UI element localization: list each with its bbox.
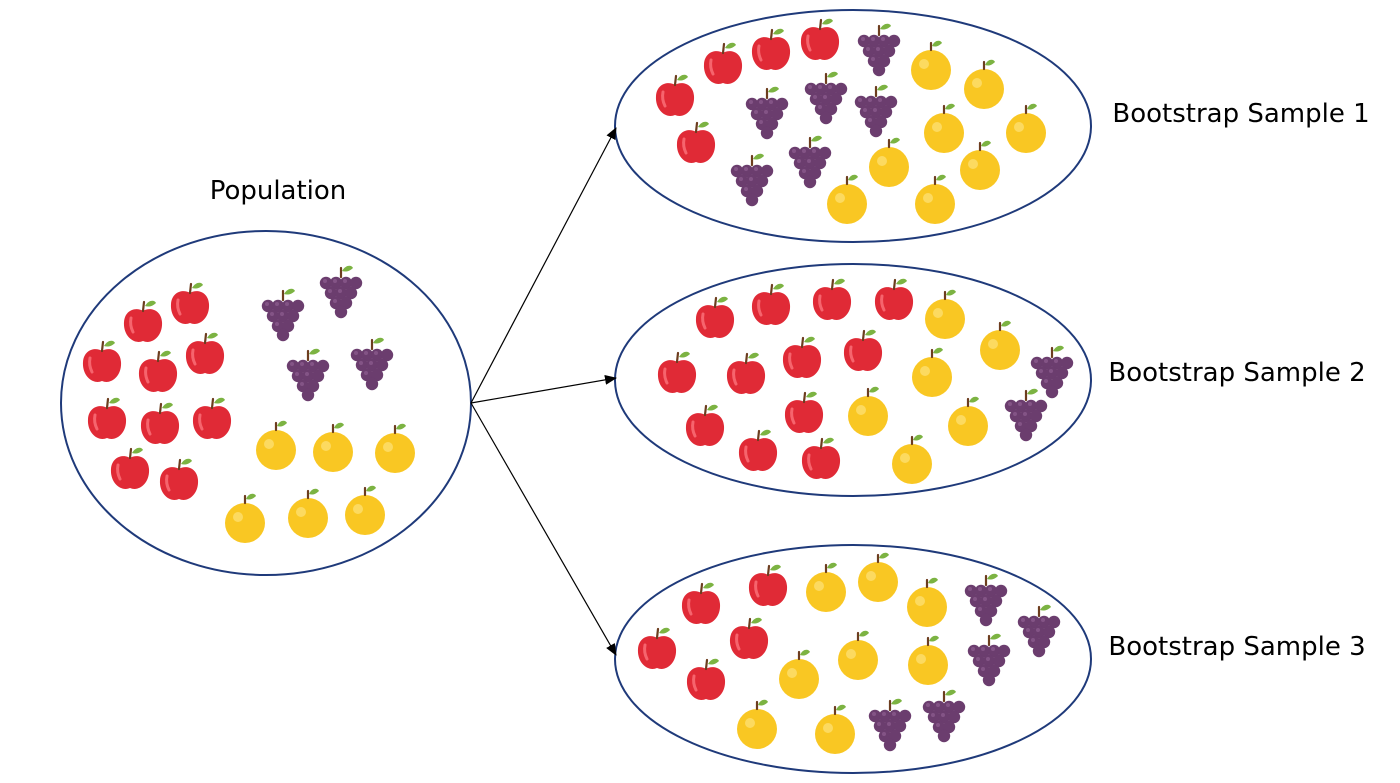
orange-icon — [978, 319, 1022, 372]
grape-icon — [921, 688, 967, 744]
apple-icon — [737, 428, 779, 473]
apple-icon — [139, 401, 181, 446]
apple-icon — [685, 657, 727, 702]
apple-icon — [728, 616, 770, 661]
apple-icon — [873, 277, 915, 322]
apple-icon — [636, 626, 678, 671]
orange-icon — [735, 698, 779, 751]
sample3-fruits — [636, 551, 1062, 756]
orange-icon — [1004, 102, 1048, 155]
sample1-ellipse — [614, 9, 1092, 243]
orange-icon — [923, 288, 967, 341]
orange-icon — [890, 433, 934, 486]
orange-icon — [846, 385, 890, 438]
apple-icon — [750, 27, 792, 72]
apple-icon — [799, 17, 841, 62]
population-ellipse — [60, 230, 472, 576]
apple-icon — [122, 299, 164, 344]
apple-icon — [702, 41, 744, 86]
orange-icon — [223, 492, 267, 545]
apple-icon — [109, 446, 151, 491]
population-fruits — [81, 264, 417, 545]
grape-icon — [285, 347, 331, 403]
apple-icon — [811, 277, 853, 322]
orange-icon — [373, 422, 417, 475]
grape-icon — [729, 152, 775, 208]
grape-icon — [318, 264, 364, 320]
apple-icon — [158, 457, 200, 502]
apple-icon — [750, 282, 792, 327]
apple-icon — [191, 396, 233, 441]
grape-icon — [260, 287, 306, 343]
grape-icon — [1003, 387, 1049, 443]
orange-icon — [910, 346, 954, 399]
orange-icon — [856, 551, 900, 604]
grape-icon — [963, 572, 1009, 628]
grape-icon — [853, 83, 899, 139]
apple-icon — [86, 396, 128, 441]
orange-icon — [825, 173, 869, 226]
orange-icon — [905, 576, 949, 629]
grape-icon — [867, 697, 913, 753]
apple-icon — [781, 335, 823, 380]
sample3-ellipse — [614, 544, 1092, 774]
apple-icon — [656, 350, 698, 395]
grape-icon — [1016, 603, 1062, 659]
grape-icon — [349, 336, 395, 392]
orange-icon — [777, 648, 821, 701]
apple-icon — [842, 328, 884, 373]
grape-icon — [787, 134, 833, 190]
apple-icon — [684, 403, 726, 448]
apple-icon — [800, 436, 842, 481]
orange-icon — [804, 561, 848, 614]
orange-icon — [922, 102, 966, 155]
arrow-to-sample2 — [470, 374, 617, 404]
orange-icon — [836, 629, 880, 682]
apple-icon — [783, 390, 825, 435]
apple-icon — [725, 351, 767, 396]
apple-icon — [694, 295, 736, 340]
grape-icon — [803, 70, 849, 126]
orange-icon — [946, 395, 990, 448]
orange-icon — [254, 419, 298, 472]
grape-icon — [744, 85, 790, 141]
orange-icon — [311, 421, 355, 474]
orange-icon — [286, 487, 330, 540]
apple-icon — [137, 349, 179, 394]
sample1-label: Bootstrap Sample 1 — [1112, 99, 1369, 129]
apple-icon — [680, 581, 722, 626]
apple-icon — [184, 331, 226, 376]
sample1-fruits — [654, 17, 1048, 226]
sample2-fruits — [656, 277, 1075, 486]
orange-icon — [906, 634, 950, 687]
arrow-to-sample1 — [470, 127, 617, 404]
apple-icon — [654, 73, 696, 118]
apple-icon — [81, 339, 123, 384]
arrow-to-sample3 — [470, 402, 617, 656]
grape-icon — [856, 22, 902, 78]
apple-icon — [747, 563, 789, 608]
grape-icon — [966, 632, 1012, 688]
orange-icon — [913, 173, 957, 226]
orange-icon — [962, 58, 1006, 111]
apple-icon — [169, 281, 211, 326]
population-label: Population — [210, 176, 347, 206]
orange-icon — [958, 139, 1002, 192]
orange-icon — [867, 136, 911, 189]
orange-icon — [813, 703, 857, 756]
apple-icon — [675, 120, 717, 165]
orange-icon — [343, 484, 387, 537]
sample2-label: Bootstrap Sample 2 — [1108, 358, 1365, 388]
sample3-label: Bootstrap Sample 3 — [1108, 632, 1365, 662]
orange-icon — [909, 39, 953, 92]
